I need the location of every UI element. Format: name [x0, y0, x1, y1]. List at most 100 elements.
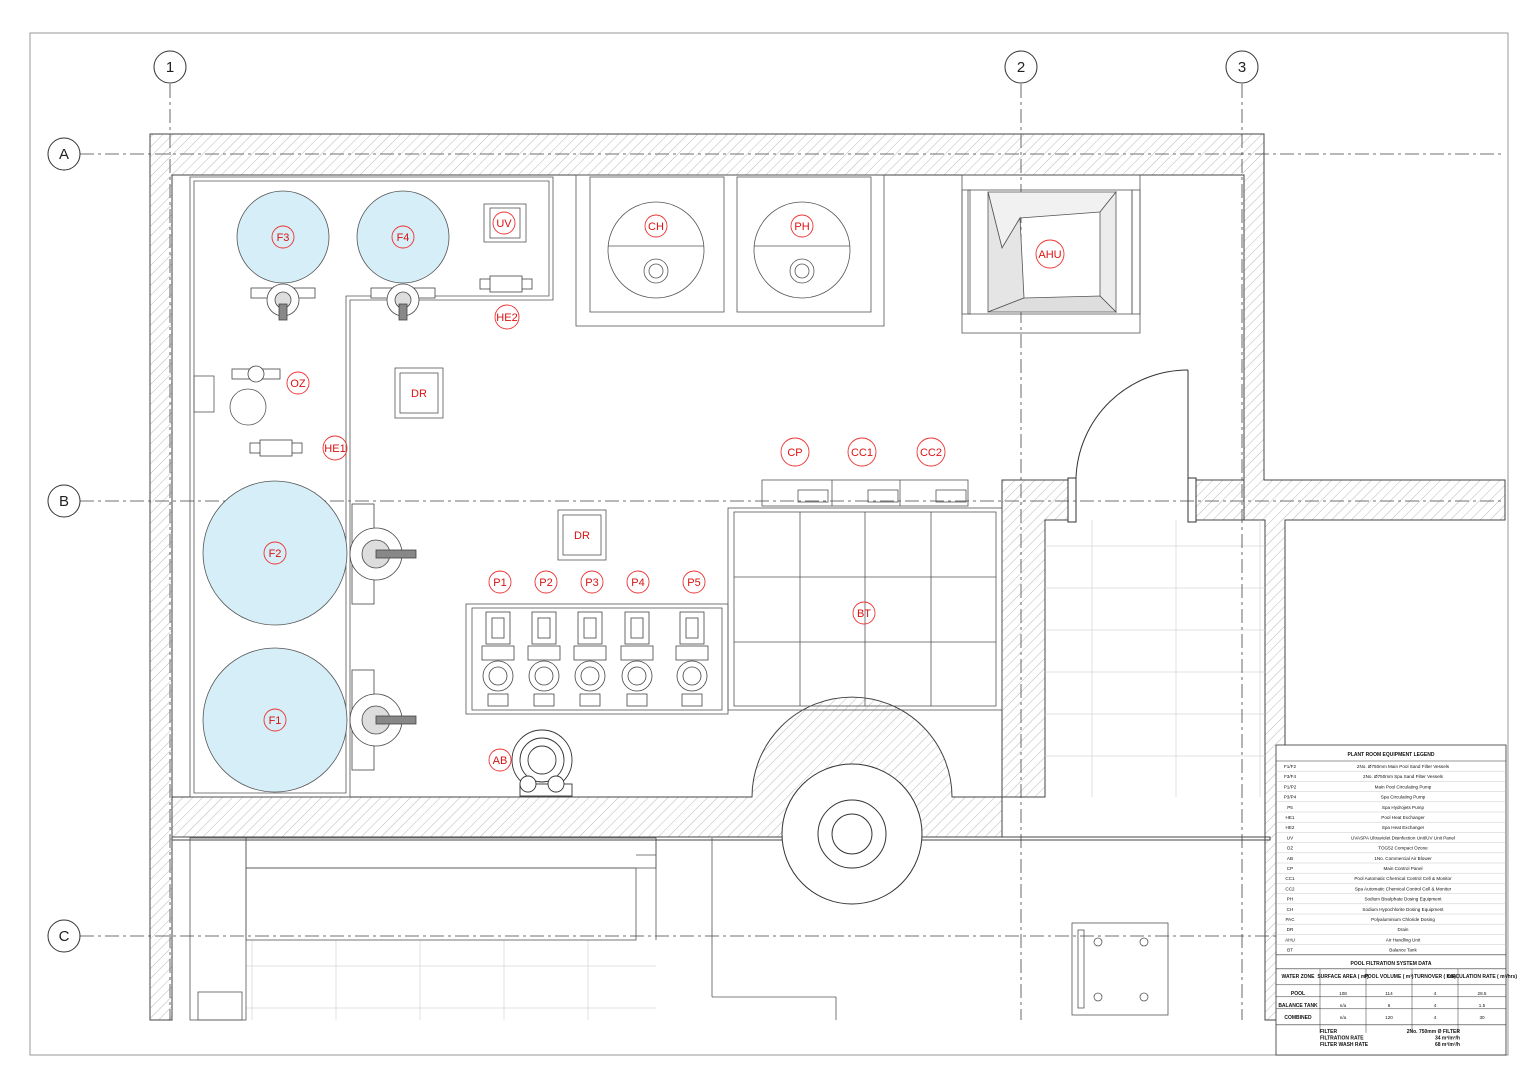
equipment-tag: CC1	[847, 437, 877, 467]
legend-desc: Sodium Bisulphate Dosing Equipment	[1364, 897, 1442, 902]
equipment-tag-text: UV	[496, 218, 512, 230]
grid-bubble-row: B	[47, 484, 81, 518]
grid-bubble-col: 2	[1004, 50, 1038, 84]
equipment-tag-text: P1	[493, 577, 506, 589]
gridlines	[80, 84, 1505, 1020]
equipment-tag-text: CH	[648, 221, 664, 233]
legend-desc: Pool Automatic Chemical Control Cell & M…	[1354, 876, 1452, 881]
legend-code: CC1	[1285, 876, 1295, 881]
equipment-tag: P2	[534, 570, 558, 594]
legend-code: P3/P4	[1284, 795, 1297, 800]
filter-f1	[202, 647, 348, 793]
filter-f3	[236, 190, 330, 284]
legend-title: PLANT ROOM EQUIPMENT LEGEND	[1348, 752, 1435, 758]
filtration-cell: 4	[1434, 991, 1437, 996]
equipment-tag-text: HE2	[496, 312, 517, 324]
legend-code: CH	[1287, 907, 1294, 912]
equipment-tag: F2	[263, 541, 287, 565]
equipment-tag: HE2	[494, 304, 520, 330]
air-blower	[511, 729, 573, 797]
grid-bubble-col: 1	[153, 50, 187, 84]
multiport-valves	[231, 275, 533, 771]
equipment-tag-text: AB	[493, 755, 508, 767]
pump	[675, 611, 709, 707]
filter-f4	[356, 190, 450, 284]
legend-desc: Pool Heat Exchanger	[1381, 815, 1425, 820]
legend-code: HE1	[1286, 815, 1295, 820]
legend-code: CP	[1287, 866, 1293, 871]
filtration-header: SURFACE AREA ( m²)	[1317, 974, 1369, 980]
pump	[481, 611, 515, 707]
filtration-cell: POOL	[1291, 991, 1305, 997]
legend-desc: 2No. Ø750mm Spa Sand Filter Vessels	[1363, 774, 1444, 779]
dosing-tanks	[607, 201, 851, 299]
equipment-tag: OZ	[286, 371, 310, 395]
lower-rooms	[189, 837, 1169, 1021]
filtration-note-value: 2No. 750mm Ø FILTER	[1407, 1029, 1461, 1035]
legend-desc: Sodium Hypochlorite Dosing Equipment	[1362, 907, 1444, 912]
equipment-tag-text: BT	[857, 608, 871, 620]
legend-desc: Drain	[1398, 927, 1409, 932]
legend-desc: Spa Automatic Chemical Control Cell & Mo…	[1355, 886, 1452, 891]
equipment-tag: P1	[488, 570, 512, 594]
grid-label: 1	[166, 59, 174, 76]
equipment-tag: CH	[644, 214, 668, 238]
legend-code: AB	[1287, 856, 1293, 861]
equipment-tag: DR	[574, 530, 590, 542]
equipment-tag-text: AHU	[1038, 249, 1061, 261]
legend-code: UV	[1287, 835, 1294, 840]
equipment-tag: P4	[626, 570, 650, 594]
legend-code: P5	[1287, 805, 1293, 810]
equipment-zones	[189, 174, 1141, 798]
door	[1067, 369, 1197, 523]
grid-label: 2	[1017, 59, 1025, 76]
grid-label: A	[59, 146, 69, 163]
equipment-tag-text: F3	[277, 232, 290, 244]
filtration-title: POOL FILTRATION SYSTEM DATA	[1351, 961, 1432, 967]
equipment-tag-text: CC1	[851, 447, 873, 459]
equipment-tag-text: PH	[794, 221, 809, 233]
legend-desc: 1No. Commercial Air Blower	[1374, 856, 1432, 861]
equipment-tag: CC2	[916, 437, 946, 467]
filtration-cell: 4	[1434, 1003, 1437, 1008]
equipment-tag: PH	[790, 214, 814, 238]
legend-desc: Spa Hydrojets Pump	[1382, 805, 1425, 810]
legend-desc: 2No. Ø750mm Main Pool Sand Filter Vessel…	[1357, 764, 1450, 769]
pumps	[481, 611, 709, 707]
equipment-tag: CP	[780, 437, 810, 467]
grid-bubble-col: 3	[1225, 50, 1259, 84]
legend-code: DR	[1287, 927, 1294, 932]
legend-code: OZ	[1287, 846, 1294, 851]
legend-code: F3/F4	[1284, 774, 1296, 779]
equipment-tag: F4	[391, 225, 415, 249]
grid-bubble-row: A	[47, 137, 81, 171]
filtration-note-label: FILTER	[1320, 1029, 1338, 1035]
filtration-cell: 108	[1339, 991, 1347, 996]
filtration-cell: COMBINED	[1284, 1015, 1312, 1021]
filtration-cell: 28.5	[1478, 991, 1487, 996]
pump	[573, 611, 607, 707]
legend-desc: Balance Tank	[1389, 948, 1417, 953]
equipment-tag-text: CC2	[920, 447, 942, 459]
equipment-tag: UV	[492, 211, 516, 235]
equipment-tag: AB	[488, 748, 512, 772]
filtration-cell: 120	[1385, 1015, 1393, 1020]
legend-code: HE2	[1286, 825, 1295, 830]
equipment-tag-text: F4	[397, 232, 410, 244]
legend-desc: Spa Circulating Pump	[1381, 795, 1426, 800]
equipment-tag: HE1	[322, 435, 348, 461]
legend-table: PLANT ROOM EQUIPMENT LEGEND F1/F2 2No. Ø75…	[1275, 744, 1517, 1056]
legend-code: PAC	[1285, 917, 1295, 922]
equipment-tag-text: P3	[585, 577, 598, 589]
filtration-note-label: FILTRATION RATE	[1320, 1035, 1364, 1041]
filtration-header: POOL VOLUME ( m³)	[1364, 974, 1413, 980]
equipment-tag: DR	[411, 388, 427, 400]
equipment-tag-text: CP	[787, 447, 802, 459]
grid-bubble-row: C	[47, 919, 81, 953]
equipment-tag-text: DR	[574, 530, 590, 542]
legend-code: F1/F2	[1284, 764, 1296, 769]
equipment-tag-text: HE1	[324, 443, 345, 455]
grid-label: C	[59, 928, 70, 945]
lower-room-tiles	[246, 940, 656, 1020]
